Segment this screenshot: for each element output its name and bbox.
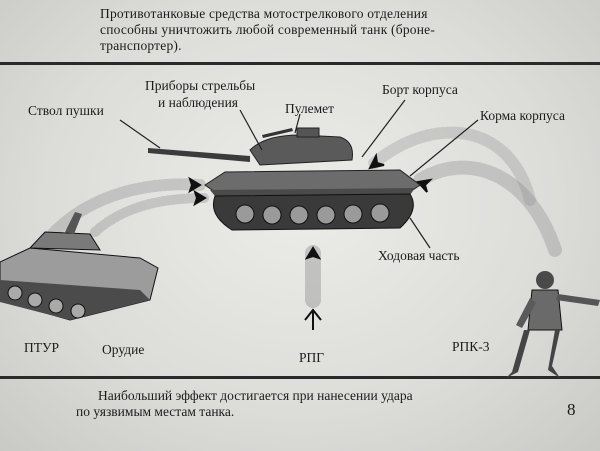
apc-vehicle [0, 212, 159, 321]
leader-lines [119, 99, 479, 249]
trail-gun [90, 193, 210, 237]
footer-line-2: по уязвимым местам танка. [76, 404, 235, 419]
page-number: 8 [567, 400, 576, 419]
trail-side [413, 160, 562, 257]
bottom-divider [0, 376, 600, 379]
header-text: Противотанковые средства мотострелкового… [100, 6, 520, 54]
label-running-gear: Ходовая часть [378, 248, 460, 263]
soldier-figure [506, 271, 600, 378]
tank-barrel [148, 148, 250, 162]
tank-turret [249, 134, 353, 166]
label-machinegun: Пулемет [285, 101, 335, 116]
attack-arrows [188, 152, 433, 260]
header-line-1: Противотанковые средства мотострелкового… [100, 6, 428, 21]
label-rkg: РПК-3 [452, 339, 490, 354]
header-line-3: транспортер). [100, 38, 182, 53]
header-line-2: способны уничтожить любой современный та… [100, 22, 436, 37]
tank-machinegun [262, 128, 293, 138]
label-sights-1: Приборы стрельбы [145, 78, 256, 93]
tank-roadwheels [235, 203, 390, 225]
label-hull-side: Борт корпуса [382, 82, 458, 97]
rpg-symbol [304, 308, 322, 330]
label-gun: Орудие [102, 342, 145, 357]
label-barrel: Ствол пушки [28, 103, 104, 118]
main-tank [148, 127, 421, 231]
footer-line-1: Наибольший эффект достигается при нанесе… [98, 388, 413, 403]
label-sights-2: и наблюдения [158, 95, 239, 110]
label-atgm: ПТУР [24, 340, 60, 355]
top-divider [0, 62, 600, 65]
trail-rear [366, 126, 536, 206]
label-rpg: РПГ [299, 350, 325, 365]
tank-track [212, 193, 414, 231]
label-hull-rear: Корма корпуса [480, 108, 565, 123]
tank-cupola [296, 127, 320, 138]
footer-text: Наибольший эффект достигается при нанесе… [76, 388, 496, 420]
